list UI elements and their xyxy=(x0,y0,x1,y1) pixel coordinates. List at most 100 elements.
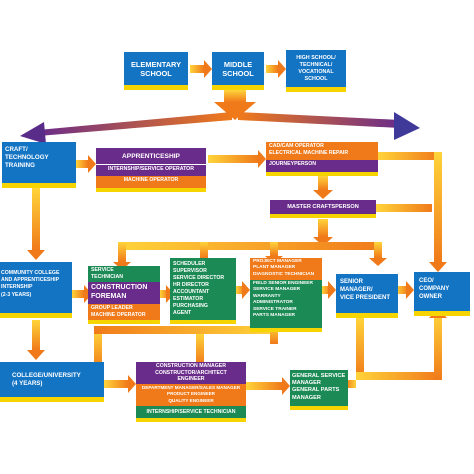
service-foreman: CONSTRUCTION FOREMAN xyxy=(88,282,160,304)
arrow-cad-to-master xyxy=(313,176,333,199)
apprenticeship-bar xyxy=(96,188,206,192)
scheduler-line-1: SCHEDULER xyxy=(173,261,206,267)
senior-line-3: VICE PRESIDENT xyxy=(340,295,391,301)
arrow-construction-to-general xyxy=(246,377,290,395)
node-college-university: COLLEGE/UNIVERSITY (4 YEARS) xyxy=(0,362,104,402)
node-project-manager: PROJECT MANAGER PLANT MANAGER DIAGNOSTIC… xyxy=(250,258,322,332)
construction-bar xyxy=(136,418,246,422)
arrow-senior-to-ceo xyxy=(396,281,414,299)
arrow-college-to-construction xyxy=(104,375,136,393)
construction-bottom: INTERNSHIP/SERVICE TECHNICIAN xyxy=(136,406,246,418)
arrow-master-right xyxy=(376,204,432,212)
cad-line-1: CAD/CAM OPERATOR xyxy=(269,143,324,149)
service-group: GROUP LEADER MACHINE OPERATOR xyxy=(88,304,160,320)
arrow-project-to-senior xyxy=(322,281,336,299)
foreman-line-1: CONSTRUCTION xyxy=(91,284,148,291)
arrow-sweep-left xyxy=(20,112,232,144)
arrow-scheduler-to-project xyxy=(236,281,250,299)
project-line-4: FIELD SENIOR ENGINEER xyxy=(253,281,313,286)
construction-line-4: DEPARTMENT MANAGER/SALES MANAGER xyxy=(141,385,241,390)
project-bottom: FIELD SENIOR ENGINEER SERVICE MANAGER WA… xyxy=(250,280,322,328)
node-service-technician: SERVICE TECHNICIAN CONSTRUCTION FOREMAN … xyxy=(88,266,160,326)
project-bar xyxy=(250,328,322,332)
scheduler-line-4: HR DIRECTOR xyxy=(173,282,209,288)
ceo-line-1: CEO/ xyxy=(419,278,434,284)
high-line-4: SCHOOL xyxy=(304,75,328,82)
arrow-middle-down xyxy=(214,90,256,120)
construction-line-5: PRODUCT ENGINEER xyxy=(167,391,215,397)
node-ceo-company-owner: CEO/ COMPANY OWNER xyxy=(414,272,470,316)
service-top: SERVICE TECHNICIAN xyxy=(88,266,160,282)
apprenticeship-item-internship: INTERNSHIP/SERVICE OPERATOR xyxy=(96,164,206,176)
arrow-middle-to-high xyxy=(266,60,286,78)
scheduler-line-8: AGENT xyxy=(173,310,192,316)
arrow-apprenticeship-to-cad xyxy=(208,150,266,168)
elementary-line-2: SCHOOL xyxy=(140,68,172,78)
apprenticeship-item-machine-operator: MACHINE OPERATOR xyxy=(96,176,206,188)
high-line-3: VOCATIONAL xyxy=(298,68,334,75)
craft-line-1: CRAFT/ xyxy=(5,146,28,153)
project-line-3: DIAGNOSTIC TECHNICIAN xyxy=(253,271,315,277)
project-line-6: WARRANTY xyxy=(253,293,281,299)
college-line-2: (4 YEARS) xyxy=(12,380,43,387)
scheduler-line-3: SERVICE DIRECTOR xyxy=(173,275,225,281)
community-line-4: (2-3 YEARS) xyxy=(1,291,32,298)
node-middle-school: MIDDLE SCHOOL xyxy=(212,52,264,90)
project-top: PROJECT MANAGER PLANT MANAGER DIAGNOSTIC… xyxy=(250,258,322,280)
node-master-craftsperson: MASTER CRAFTSPERSON xyxy=(270,200,376,218)
high-line-2: TECHNICAL/ xyxy=(299,61,333,68)
general-line-2: MANAGER xyxy=(292,380,321,387)
node-apprenticeship: APPRENTICESHIP INTERNSHIP/SERVICE OPERAT… xyxy=(96,148,206,192)
node-construction-manager: CONSTRUCTION MANAGER CONSTRUCTOR/ARCHITE… xyxy=(136,362,246,422)
arrow-bottom-right-loop xyxy=(346,308,447,388)
project-line-7: ADMINISTRATOR xyxy=(253,300,293,306)
community-line-3: INTERNSHIP xyxy=(1,284,33,291)
construction-top: CONSTRUCTION MANAGER CONSTRUCTOR/ARCHITE… xyxy=(136,362,246,384)
group-line-2: MACHINE OPERATOR xyxy=(91,311,146,318)
craft-line-3: TRAINING xyxy=(5,162,35,169)
general-line-1: GENERAL SERVICE xyxy=(292,373,346,379)
construction-middle: DEPARTMENT MANAGER/SALES MANAGER PRODUCT… xyxy=(136,384,246,406)
scheduler-line-6: ESTIMATOR xyxy=(173,296,204,302)
cad-title: CAD/CAM OPERATOR ELECTRICAL MACHINE REPA… xyxy=(266,142,378,160)
scheduler-line-7: PURCHASING xyxy=(173,303,208,309)
community-line-1: COMMUNITY COLLEGE xyxy=(1,270,60,276)
ceo-line-2: COMPANY xyxy=(419,286,450,292)
arrow-community-to-college xyxy=(27,320,45,360)
group-line-1: GROUP LEADER xyxy=(91,305,133,311)
project-line-8: SERVICE TRAINER xyxy=(253,306,297,312)
general-line-4: MANAGER xyxy=(292,394,321,401)
service-line-2: TECHNICIAN xyxy=(91,273,123,280)
node-general-service-manager: GENERAL SERVICE MANAGER GENERAL PARTS MA… xyxy=(290,370,348,410)
elementary-line-1: ELEMENTARY xyxy=(130,59,182,69)
node-community-college: COMMUNITY COLLEGE AND APPRENTICESHIP INT… xyxy=(0,262,72,318)
senior-line-2: MANAGER/ xyxy=(340,287,373,293)
middle-line-2: SCHOOL xyxy=(222,68,254,78)
cad-journeyperson: JOURNEYPERSON xyxy=(266,160,378,172)
construction-line-2: CONSTRUCTOR/ARCHITECT xyxy=(155,369,227,376)
scheduler-line-2: SUPERVISOR xyxy=(173,268,207,274)
node-high-school: HIGH SCHOOL/ TECHNICAL/ VOCATIONAL SCHOO… xyxy=(286,50,346,92)
construction-line-1: CONSTRUCTION MANAGER xyxy=(155,363,227,369)
node-elementary-school: ELEMENTARY SCHOOL xyxy=(124,52,188,90)
arrow-master-down xyxy=(313,219,333,246)
foreman-line-2: FOREMAN xyxy=(91,293,127,300)
cad-line-2: ELECTRICAL MACHINE REPAIR xyxy=(269,150,349,156)
community-line-2: AND APPRENTICESHIP xyxy=(1,277,60,284)
ceo-line-3: OWNER xyxy=(419,294,442,300)
apprenticeship-title: APPRENTICESHIP xyxy=(96,148,206,164)
project-line-5: SERVICE MANAGER xyxy=(253,287,301,293)
arrow-elementary-to-middle xyxy=(190,60,212,78)
arrow-craft-to-apprenticeship xyxy=(76,155,96,173)
middle-line-1: MIDDLE xyxy=(223,59,253,69)
senior-line-1: SENIOR xyxy=(340,279,364,285)
cad-bar xyxy=(266,172,378,176)
project-line-1: PROJECT MANAGER xyxy=(253,259,302,264)
high-line-1: HIGH SCHOOL/ xyxy=(296,54,336,61)
college-line-1: COLLEGE/UNIVERSITY xyxy=(12,372,81,379)
project-line-9: PARTS MANAGER xyxy=(253,313,296,319)
master-label: MASTER CRAFTSPERSON xyxy=(287,203,359,210)
construction-line-3: ENGINEER xyxy=(177,376,205,383)
